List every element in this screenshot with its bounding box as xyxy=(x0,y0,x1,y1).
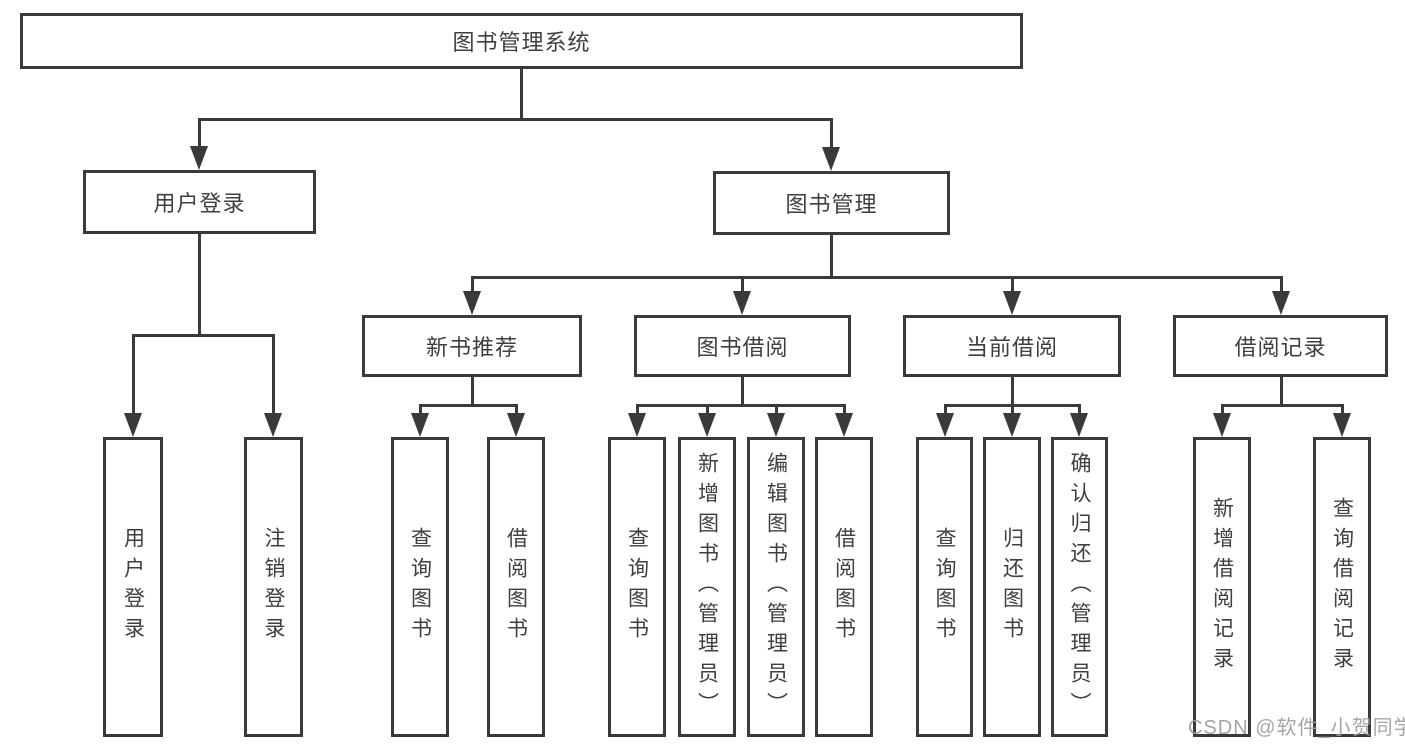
leaf-borrow-borrow: 借阅图书 xyxy=(815,437,873,737)
connector-userlogin-bar xyxy=(132,334,275,337)
leaf-records-add-label: 新增借阅记录 xyxy=(1210,497,1234,677)
leaf-newbook-query: 查询图书 xyxy=(391,437,449,737)
arrowhead-borrow-add xyxy=(698,413,716,437)
arrowhead-borrow-edit xyxy=(767,413,785,437)
connector-root-drop-user xyxy=(198,118,201,148)
connector-newbook-bar xyxy=(419,404,518,407)
leaf-records-add: 新增借阅记录 xyxy=(1193,437,1251,737)
node-book-mgmt: 图书管理 xyxy=(713,171,950,235)
connector-current-stub xyxy=(1011,377,1014,407)
node-user-login: 用户登录 xyxy=(83,170,316,234)
arrowhead-current-query xyxy=(936,413,954,437)
connector-current-drop-1 xyxy=(944,404,947,417)
connector-newbook-drop-2 xyxy=(515,404,518,417)
leaf-records-query: 查询借阅记录 xyxy=(1313,437,1371,737)
arrowhead-borrow-query xyxy=(628,413,646,437)
connector-borrow-drop-4 xyxy=(843,404,846,417)
node-new-book: 新书推荐 xyxy=(362,315,582,377)
leaf-current-query-label: 查询图书 xyxy=(933,527,956,647)
connector-records-bar xyxy=(1221,404,1343,407)
arrowhead-book-mgmt xyxy=(822,147,840,171)
node-root-label: 图书管理系统 xyxy=(452,30,591,55)
leaf-current-confirm: 确认归还（管理员） xyxy=(1051,437,1108,737)
arrowhead-leaf-logout xyxy=(264,413,282,437)
leaf-current-return: 归还图书 xyxy=(983,437,1041,737)
arrowhead-newbook-query xyxy=(411,413,429,437)
leaf-borrow-add-label: 新增图书（管理员） xyxy=(695,452,719,722)
connector-mgmt-drop-newbook xyxy=(471,276,474,294)
connector-mgmt-drop-records xyxy=(1280,276,1283,294)
connector-records-drop-1 xyxy=(1221,404,1224,417)
arrowhead-borrow-records xyxy=(1272,291,1290,315)
arrowhead-current-confirm xyxy=(1070,413,1088,437)
leaf-current-return-label: 归还图书 xyxy=(1000,527,1024,647)
node-current-borrow: 当前借阅 xyxy=(903,315,1121,377)
arrowhead-leaf-login xyxy=(124,413,142,437)
node-book-mgmt-label: 图书管理 xyxy=(785,192,878,217)
arrowhead-borrow-borrow xyxy=(835,413,853,437)
node-book-borrow-label: 图书借阅 xyxy=(696,335,789,360)
node-borrow-records: 借阅记录 xyxy=(1173,315,1388,377)
arrowhead-user-login xyxy=(190,146,208,170)
leaf-newbook-query-label: 查询图书 xyxy=(408,527,432,647)
leaf-borrow-edit: 编辑图书（管理员） xyxy=(747,437,805,737)
connector-borrow-bar xyxy=(636,404,845,407)
node-borrow-records-label: 借阅记录 xyxy=(1234,335,1327,360)
connector-borrow-stub xyxy=(741,377,744,407)
leaf-user-login-label: 用户登录 xyxy=(121,527,145,647)
connector-userlogin-drop-2 xyxy=(272,334,275,417)
node-root: 图书管理系统 xyxy=(20,13,1023,69)
connector-borrow-drop-1 xyxy=(636,404,639,417)
connector-mgmt-drop-borrow xyxy=(741,276,744,294)
csdn-watermark: CSDN @软件_小贺同学 xyxy=(1188,717,1405,739)
node-new-book-label: 新书推荐 xyxy=(425,335,518,360)
connector-root-bar xyxy=(198,118,832,121)
connector-newbook-drop-1 xyxy=(419,404,422,417)
connector-root-drop-mgmt xyxy=(830,118,833,148)
connector-current-drop-2 xyxy=(1011,404,1014,417)
leaf-newbook-borrow: 借阅图书 xyxy=(487,437,545,737)
connector-mgmt-drop-current xyxy=(1011,276,1014,294)
leaf-borrow-query-label: 查询图书 xyxy=(625,527,649,647)
connector-newbook-stub xyxy=(471,377,474,407)
connector-current-drop-3 xyxy=(1078,404,1081,417)
node-user-login-label: 用户登录 xyxy=(153,191,246,216)
leaf-records-query-label: 查询借阅记录 xyxy=(1330,497,1354,677)
connector-root-stub xyxy=(520,69,523,120)
leaf-borrow-borrow-label: 借阅图书 xyxy=(832,527,856,647)
connector-userlogin-drop-1 xyxy=(132,334,135,417)
arrowhead-current-return xyxy=(1003,413,1021,437)
arrowhead-new-book xyxy=(463,291,481,315)
arrowhead-newbook-borrow xyxy=(507,413,525,437)
leaf-current-query: 查询图书 xyxy=(916,437,973,737)
node-book-borrow: 图书借阅 xyxy=(634,315,851,377)
leaf-current-confirm-label: 确认归还（管理员） xyxy=(1068,452,1091,722)
connector-borrow-drop-2 xyxy=(706,404,709,417)
arrowhead-records-query xyxy=(1333,413,1351,437)
arrowhead-records-add xyxy=(1213,413,1231,437)
arrowhead-book-borrow xyxy=(733,291,751,315)
node-current-borrow-label: 当前借阅 xyxy=(965,335,1058,360)
leaf-borrow-edit-label: 编辑图书（管理员） xyxy=(764,452,788,722)
leaf-borrow-query: 查询图书 xyxy=(608,437,666,737)
connector-records-stub xyxy=(1280,377,1283,407)
connector-borrow-drop-3 xyxy=(775,404,778,417)
leaf-borrow-add: 新增图书（管理员） xyxy=(678,437,736,737)
leaf-logout: 注销登录 xyxy=(244,437,303,737)
connector-userlogin-stub xyxy=(198,233,201,337)
leaf-logout-label: 注销登录 xyxy=(262,527,285,647)
leaf-newbook-borrow-label: 借阅图书 xyxy=(504,527,528,647)
connector-records-drop-2 xyxy=(1341,404,1344,417)
arrowhead-current-borrow xyxy=(1003,291,1021,315)
connector-mgmt-stub xyxy=(830,235,833,278)
leaf-user-login: 用户登录 xyxy=(103,437,163,737)
connector-mgmt-bar xyxy=(471,276,1282,279)
